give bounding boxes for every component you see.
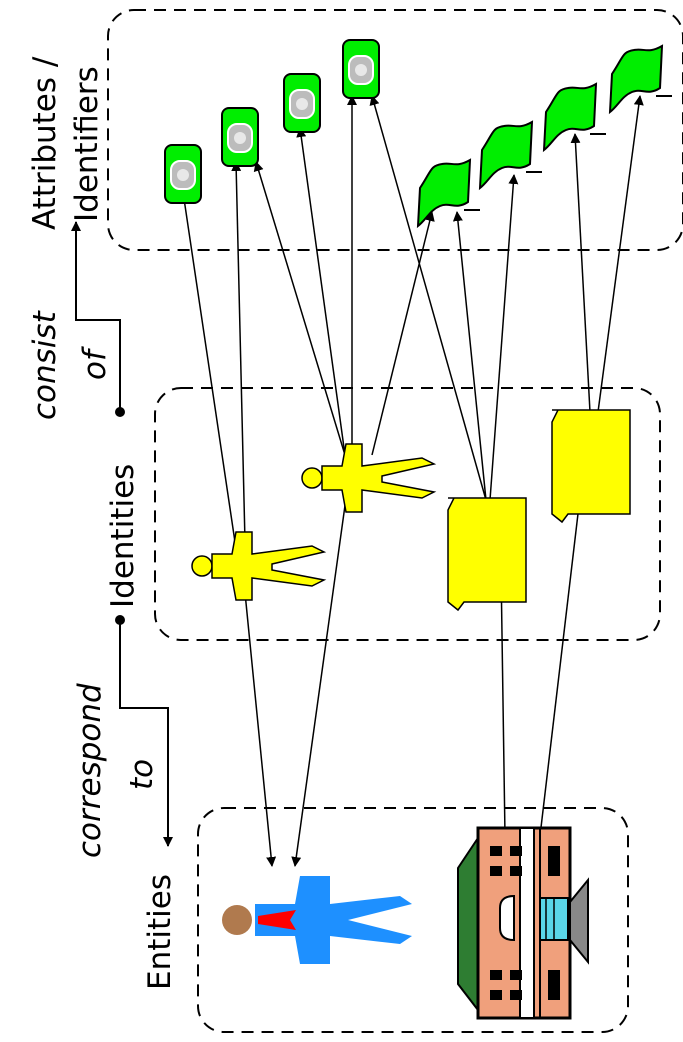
flag-attribute-icon bbox=[417, 159, 481, 227]
id-card-icon bbox=[164, 144, 202, 204]
entities-label: Entities bbox=[142, 874, 178, 990]
flag-attribute-icon bbox=[479, 121, 543, 189]
person-entity-icon bbox=[222, 876, 412, 964]
consist-label-line1: consist bbox=[27, 309, 63, 420]
person-identity-icon bbox=[191, 531, 325, 601]
flag-attribute-icon bbox=[609, 45, 673, 113]
correspond-connector bbox=[115, 615, 173, 847]
building-entity-icon bbox=[457, 826, 589, 1020]
identities-label: Identities bbox=[105, 464, 141, 608]
id-card-icon bbox=[342, 39, 380, 99]
attribute-arrows bbox=[179, 95, 644, 543]
person-identity-icon bbox=[301, 443, 435, 513]
document-identity-icon bbox=[551, 409, 631, 523]
attributes-label-line2: Identifiers bbox=[69, 66, 105, 222]
attributes-group-box bbox=[107, 9, 683, 251]
consist-label-line2: of bbox=[77, 346, 113, 380]
consist-connector bbox=[71, 221, 125, 417]
document-identity-icon bbox=[447, 497, 527, 611]
id-card-icon bbox=[283, 73, 321, 133]
entities-group-box bbox=[197, 807, 629, 1033]
correspond-label-line2: to bbox=[124, 759, 160, 790]
id-card-icon bbox=[221, 107, 259, 167]
attributes-label-line1: Attributes / bbox=[27, 56, 63, 230]
identities-group-box bbox=[154, 387, 661, 641]
correspond-label-line1: correspond bbox=[72, 683, 108, 858]
